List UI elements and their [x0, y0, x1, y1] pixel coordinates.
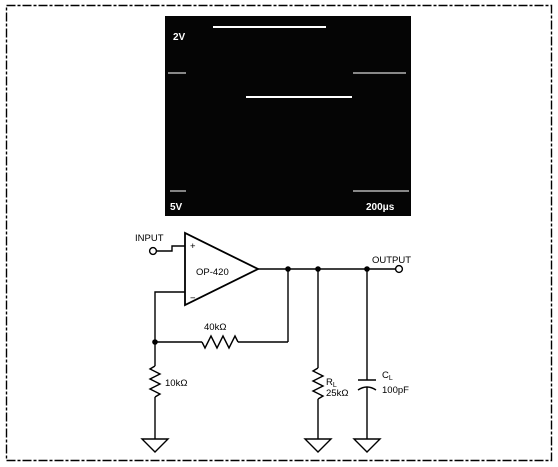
ground-resistor-symbol	[148, 365, 162, 398]
ch1-scale-label: 2V	[173, 32, 186, 43]
load-resistor-name: RL	[326, 377, 337, 389]
load-capacitor-subscript: L	[389, 375, 393, 382]
load-resistor-symbol	[311, 367, 325, 400]
time-scale-label: 200μs	[366, 202, 395, 213]
input-terminal	[148, 246, 158, 256]
opamp-plus-sign: +	[190, 241, 196, 252]
circuit-schematic: INPUT + − OP-420 OUTPUT 40kΩ 10kΩ	[135, 231, 411, 453]
opamp-label: OP-420	[196, 267, 229, 278]
input-label: INPUT	[135, 233, 164, 244]
inverting-input-wire	[154, 291, 185, 342]
ground-resistor-label: 10kΩ	[165, 378, 187, 389]
load-resistor-value: 25kΩ	[326, 388, 348, 399]
output-label: OUTPUT	[372, 255, 411, 266]
opamp-symbol	[184, 231, 261, 307]
feedback-resistor-label: 40kΩ	[204, 322, 226, 333]
ground-symbol-1	[140, 438, 170, 453]
oscilloscope-screen: 2V 5V 200μs	[165, 16, 411, 216]
input-wire	[156, 245, 185, 252]
ground-symbol-3	[352, 438, 382, 453]
ch2-scale-label: 5V	[170, 202, 183, 213]
load-capacitor-name: CL	[382, 370, 393, 382]
load-resistor-subscript: L	[333, 382, 337, 389]
opamp-minus-sign: −	[190, 293, 196, 304]
feedback-resistor-symbol	[201, 334, 239, 350]
figure-border	[5, 4, 553, 462]
ground-symbol-2	[303, 438, 333, 453]
output-terminal	[394, 264, 404, 274]
load-capacitor-value: 100pF	[382, 385, 409, 396]
